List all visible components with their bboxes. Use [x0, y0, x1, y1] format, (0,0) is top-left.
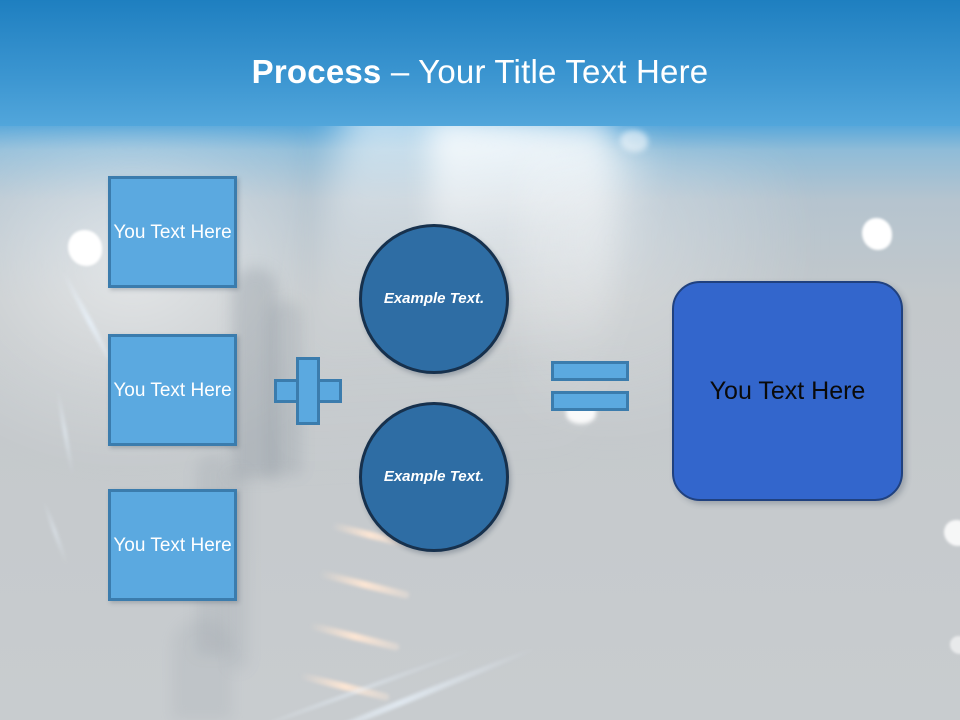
background-bokeh-spot	[68, 230, 102, 266]
background-bokeh-spot	[944, 520, 960, 546]
example-circle-2-label: Example Text.	[383, 468, 485, 485]
equals-icon-top-bar	[551, 361, 629, 381]
background-silhouette	[232, 268, 278, 478]
input-box-3-label: You Text Here	[113, 534, 232, 556]
title-rest-part: – Your Title Text Here	[381, 53, 709, 90]
plus-icon-center-fill	[299, 382, 317, 400]
background-bokeh-spot	[950, 636, 960, 654]
background-bokeh-spot	[862, 218, 892, 250]
result-box[interactable]: You Text Here	[672, 281, 903, 501]
title-strong-part: Process	[251, 53, 382, 90]
plus-icon	[274, 357, 342, 425]
equals-icon-bottom-bar	[551, 391, 629, 411]
example-circle-2[interactable]: Example Text.	[359, 402, 509, 552]
input-box-2-label: You Text Here	[113, 379, 232, 401]
example-circle-1-label: Example Text.	[383, 290, 485, 307]
title-banner	[0, 0, 960, 126]
equals-icon	[551, 361, 629, 411]
example-circle-1[interactable]: Example Text.	[359, 224, 509, 374]
input-box-2[interactable]: You Text Here	[108, 334, 237, 446]
background-bokeh-spot	[620, 130, 648, 152]
input-box-1-label: You Text Here	[113, 221, 232, 243]
input-box-1[interactable]: You Text Here	[108, 176, 237, 288]
result-box-label: You Text Here	[709, 376, 866, 405]
page-title: Process – Your Title Text Here	[0, 52, 960, 92]
background-silhouette	[172, 620, 232, 720]
input-box-3[interactable]: You Text Here	[108, 489, 237, 601]
